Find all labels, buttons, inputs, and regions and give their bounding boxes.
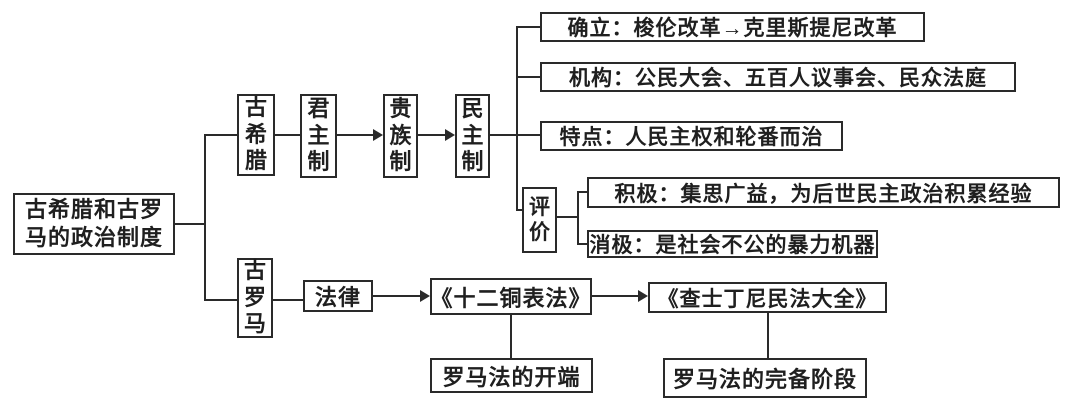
establish-node: 确立：梭伦改革→克里斯提尼改革	[540, 12, 925, 42]
evaluation-label: 评价	[529, 194, 550, 244]
connector-aristocracy-to-democracy	[418, 134, 447, 136]
greece-label: 古希腊	[244, 95, 267, 174]
connector-root-to-spine	[175, 223, 205, 225]
aristocracy-node: 贵族制	[383, 94, 418, 178]
negative-node: 消极：是社会不公的暴力机器	[587, 230, 878, 258]
justinian-note-node: 罗马法的完备阶段	[663, 358, 867, 398]
democracy-node: 民主制	[455, 94, 490, 178]
connector-spine-to-greece	[204, 134, 237, 136]
justinian-code-node: 《查士丁尼民法大全》	[648, 282, 887, 313]
greece-node: 古希腊	[237, 94, 275, 176]
connector-spine-to-rome	[204, 299, 237, 301]
arrow-to-democracy-icon	[445, 129, 455, 141]
twelve-tables-node: 《十二铜表法》	[430, 278, 592, 315]
connector-rome-to-law	[273, 299, 303, 301]
connector-spine-to-evaluation	[516, 209, 524, 211]
monarchy-node: 君主制	[300, 94, 337, 178]
connector-spine-to-institutions	[516, 76, 540, 78]
connector-evaluation-to-spine	[557, 216, 579, 218]
democracy-label: 民主制	[461, 96, 484, 175]
rome-label: 古罗马	[243, 258, 266, 337]
connector-spine-to-negative	[577, 243, 587, 245]
connector-greece-to-monarchy	[275, 134, 300, 136]
rome-node: 古罗马	[237, 258, 273, 338]
spine-root-branches	[204, 134, 206, 301]
aristocracy-label: 贵族制	[389, 96, 412, 175]
monarchy-label: 君主制	[307, 96, 330, 175]
connector-twelve-tables-to-justinian	[592, 295, 640, 297]
connector-democracy-to-features	[490, 134, 540, 136]
arrow-to-justinian-icon	[638, 290, 648, 302]
evaluation-node: 评价	[522, 187, 557, 253]
positive-node: 积极：集思广益，为后世民主政治积累经验	[587, 177, 1060, 208]
connector-twelve-tables-to-note	[510, 315, 512, 358]
twelve-tables-note-node: 罗马法的开端	[430, 358, 593, 393]
arrow-to-twelve-tables-icon	[420, 290, 430, 302]
spine-democracy-branches	[516, 26, 518, 211]
root-title-node: 古希腊和古罗马的政治制度	[13, 193, 175, 255]
institutions-node: 机构：公民大会、五百人议事会、民众法庭	[540, 62, 1016, 92]
spine-evaluation-branches	[577, 191, 579, 245]
connector-justinian-to-note	[767, 313, 769, 358]
features-node: 特点：人民主权和轮番而治	[540, 121, 843, 151]
connector-monarchy-to-aristocracy	[337, 134, 375, 136]
connector-law-to-twelve-tables	[373, 295, 422, 297]
law-node: 法律	[303, 280, 373, 312]
arrow-to-aristocracy-icon	[373, 129, 383, 141]
connector-spine-to-establish	[516, 26, 540, 28]
connector-spine-to-positive	[577, 191, 587, 193]
